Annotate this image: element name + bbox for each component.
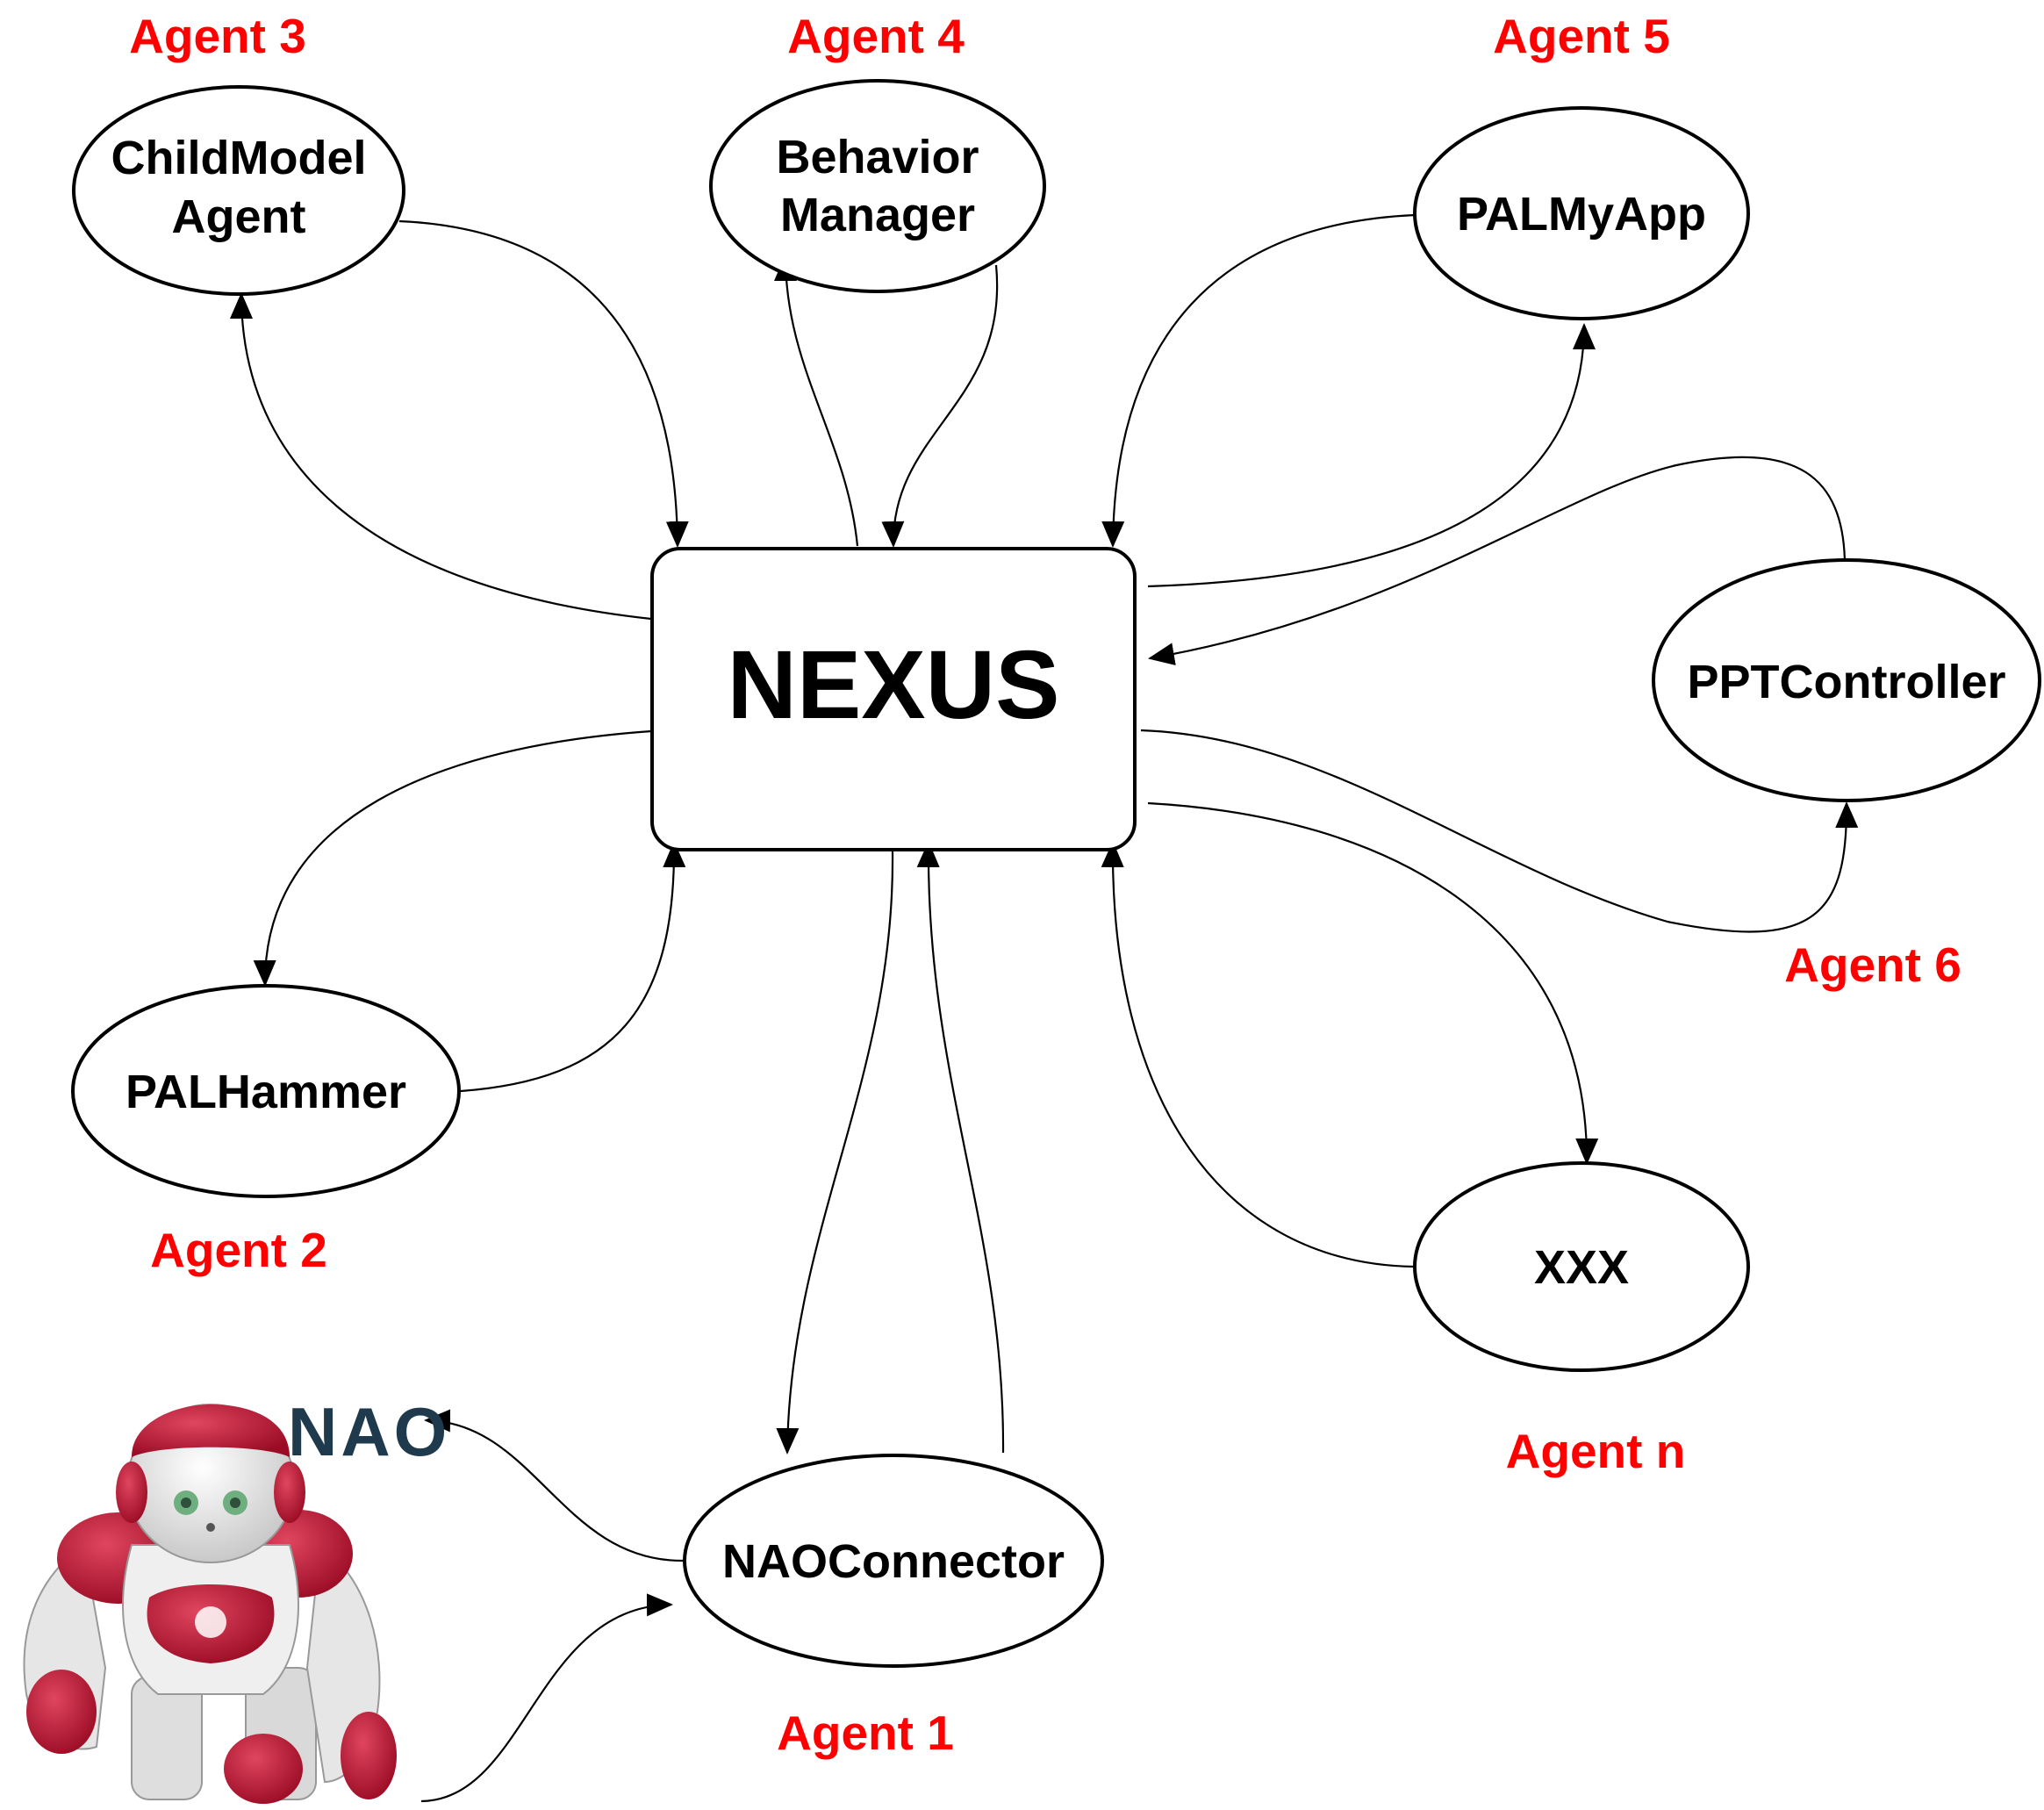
edge-naoconnector-to-nexus xyxy=(916,841,1005,1454)
naoconnector-ellipse xyxy=(683,1454,1104,1668)
palmyapp-ellipse xyxy=(1413,106,1750,320)
behavior-manager-ellipse xyxy=(709,79,1046,293)
agent-n-node: XXX Agent n xyxy=(1413,1161,1750,1478)
nao-robot-image: NAO xyxy=(0,1380,450,1810)
edge-nexus-to-naoconnector xyxy=(776,851,894,1454)
edge-naoconnector-to-robot xyxy=(424,1409,685,1562)
agent-5-node: Agent 5 PALMyApp xyxy=(1413,9,1750,320)
agent-4-label: Agent 4 xyxy=(787,9,965,63)
agent-2-node: PALHammer Agent 2 xyxy=(71,984,461,1277)
pptcontroller-name: PPTController xyxy=(1687,656,2005,708)
edge-nexus-to-palmyapp xyxy=(1147,323,1596,588)
behavior-manager-name-line1: Behavior xyxy=(776,131,979,183)
pptcontroller-ellipse xyxy=(1652,558,2041,802)
edge-xxx-to-nexus xyxy=(1101,841,1416,1268)
edge-nexus-to-palhammer xyxy=(253,729,652,987)
edge-nexus-to-xxx xyxy=(1147,801,1599,1165)
agent-3-node: Agent 3 ChildModel Agent xyxy=(72,9,405,296)
agent-4-node: Agent 4 Behavior Manager xyxy=(709,9,1046,293)
xxx-ellipse xyxy=(1413,1161,1750,1372)
palhammer-name: PALHammer xyxy=(126,1066,406,1118)
agent-6-label: Agent 6 xyxy=(1784,937,1962,992)
agent-n-label: Agent n xyxy=(1506,1424,1686,1478)
agent-1-node: NAOConnector Agent 1 xyxy=(683,1454,1104,1760)
robot-figure xyxy=(23,1404,397,1804)
edge-nexus-to-ppt xyxy=(1140,729,1859,933)
nexus-box xyxy=(650,547,1137,851)
edges xyxy=(230,213,1859,1803)
edge-nexus-to-behavior xyxy=(774,255,859,547)
nao-logo-text: NAO xyxy=(288,1393,450,1470)
edge-childmodel-to-nexus xyxy=(398,219,689,548)
nao-logo: NAO xyxy=(288,1393,450,1470)
agent-6-node: PPTController Agent 6 xyxy=(1652,558,2041,992)
palhammer-ellipse xyxy=(71,984,461,1198)
edge-palmyapp-to-nexus xyxy=(1101,213,1416,548)
edge-robot-to-naoconnector xyxy=(420,1593,673,1803)
agent-5-label: Agent 5 xyxy=(1493,9,1670,63)
palmyapp-name: PALMyApp xyxy=(1457,188,1706,241)
childmodel-agent-ellipse xyxy=(72,85,405,296)
naoconnector-name: NAOConnector xyxy=(722,1535,1065,1588)
nexus-hub: NEXUS xyxy=(650,547,1137,851)
agent-1-label: Agent 1 xyxy=(777,1706,954,1760)
agent-3-label: Agent 3 xyxy=(129,9,306,63)
agent-2-label: Agent 2 xyxy=(150,1223,327,1277)
childmodel-agent-name-line2: Agent xyxy=(172,190,306,243)
edge-ppt-to-nexus xyxy=(1148,456,1847,666)
behavior-manager-name-line2: Manager xyxy=(780,189,975,241)
edge-nexus-to-childmodel xyxy=(230,292,652,621)
xxx-name: XXX xyxy=(1534,1241,1629,1294)
edge-behavior-to-nexus xyxy=(881,264,999,548)
nexus-label: NEXUS xyxy=(728,631,1060,739)
edge-palhammer-to-nexus xyxy=(460,841,686,1093)
childmodel-agent-name-line1: ChildModel xyxy=(111,132,367,184)
